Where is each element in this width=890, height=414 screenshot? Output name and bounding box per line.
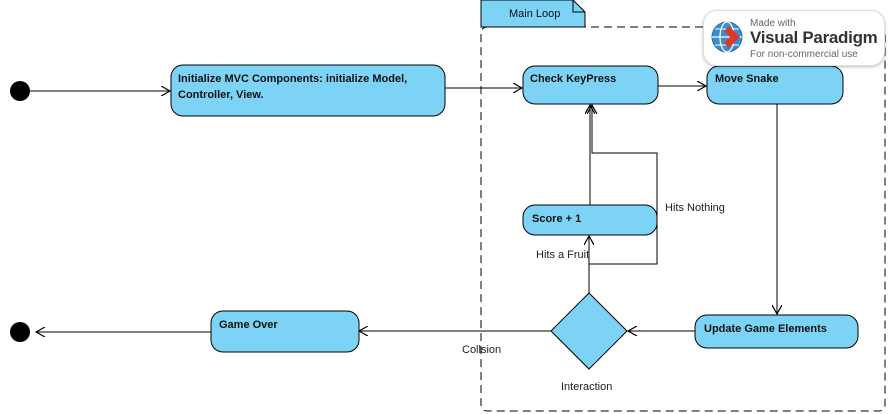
action-initialize-mvc-line1: Initialize MVC Components: initialize Mo… xyxy=(178,73,407,85)
watermark-note: For non-commercial use xyxy=(750,49,858,60)
globe-icon xyxy=(711,21,743,53)
main-loop-tab xyxy=(480,0,586,28)
visual-paradigm-watermark: Made with Visual Paradigm For non-commer… xyxy=(703,10,885,66)
watermark-brand: Visual Paradigm xyxy=(750,28,878,47)
action-score-plus-one-label: Score + 1 xyxy=(532,213,581,225)
final-node xyxy=(10,322,30,342)
action-move-snake-label: Move Snake xyxy=(715,73,779,85)
edge-label-collision: Collsion xyxy=(462,344,501,356)
action-check-keypress-label: Check KeyPress xyxy=(530,73,616,85)
action-move-snake xyxy=(706,65,844,105)
svg-text:Initialize MVC Components: ini: Initialize MVC Components: initialize Mo… xyxy=(178,73,407,85)
edge-label-hits-nothing: Hits Nothing xyxy=(665,202,725,214)
action-check-keypress xyxy=(522,65,659,105)
action-game-over xyxy=(210,310,360,353)
action-game-over-label: Game Over xyxy=(219,319,278,331)
watermark-made-with: Made with xyxy=(750,18,796,29)
action-update-game-elements-label: Update Game Elements xyxy=(704,323,827,335)
action-initialize-mvc-line2: Controller, View. xyxy=(178,89,264,101)
main-loop-label: Main Loop xyxy=(509,8,560,20)
main-loop-frame xyxy=(480,26,886,412)
edge-hits-nothing xyxy=(589,105,658,265)
action-initialize-mvc xyxy=(170,64,446,117)
decision-interaction xyxy=(550,292,628,370)
initial-node xyxy=(10,81,30,101)
edge-label-hits-fruit: Hits a Fruit xyxy=(536,249,589,261)
svg-text:Controller, View.: Controller, View. xyxy=(178,89,264,101)
decision-interaction-label: Interaction xyxy=(561,381,612,393)
